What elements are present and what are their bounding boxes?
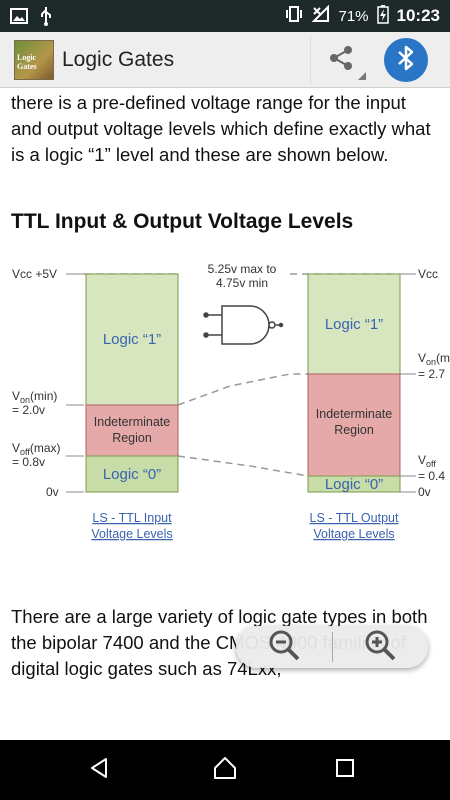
right-voff-value: = 0.4 (418, 469, 445, 483)
input-region-label: Region (112, 431, 152, 445)
app-bar: Logic Gates Logic Gates (0, 32, 450, 88)
section-heading: TTL Input & Output Voltage Levels (11, 210, 354, 233)
back-button[interactable] (83, 754, 115, 786)
output-caption-1: LS - TTL Output (310, 511, 399, 525)
share-icon (327, 44, 355, 77)
vibrate-icon (284, 5, 304, 27)
output-logic0-label: Logic “0” (325, 476, 383, 493)
status-bar: 71% 10:23 (0, 0, 450, 32)
left-voff-value: = 0.8v (12, 455, 45, 469)
battery-percent: 71% (338, 7, 369, 25)
zoom-in-icon (363, 628, 397, 667)
right-zero-label: 0v (418, 485, 431, 499)
share-button[interactable] (310, 36, 370, 84)
zoom-in-button[interactable] (333, 626, 429, 668)
input-logic1-label: Logic “1” (103, 331, 161, 348)
app-logo: Logic Gates (14, 40, 54, 80)
output-indeterminate-region (307, 373, 401, 477)
output-region-label: Region (334, 423, 374, 437)
input-logic0-region (85, 455, 179, 493)
output-caption-2: Voltage Levels (313, 527, 394, 541)
back-icon (87, 756, 111, 785)
right-von-value: = 2.7 (418, 367, 445, 381)
left-vcc-label: Vcc +5V (12, 267, 57, 281)
zoom-controls (236, 626, 428, 668)
home-icon (212, 755, 238, 786)
output-indeterminate-label: Indeterminate (316, 407, 392, 421)
article-content[interactable]: there is a pre-defined voltage range for… (0, 88, 450, 740)
ttl-voltage-diagram: Logic “1” Indeterminate Region Logic “0”… (12, 262, 450, 541)
paragraph-top: there is a pre-defined voltage range for… (11, 92, 431, 165)
recents-icon (334, 757, 356, 784)
gate-note-2: 4.75v min (216, 276, 268, 290)
input-indeterminate-region (85, 404, 179, 457)
home-button[interactable] (209, 754, 241, 786)
zoom-out-button[interactable] (236, 626, 332, 668)
recents-button[interactable] (329, 754, 361, 786)
output-logic1-region (307, 273, 401, 375)
right-von-label: Von(m (418, 351, 450, 367)
gate-note-1: 5.25v max to (208, 262, 277, 276)
usb-icon (38, 6, 54, 31)
input-logic1-region (85, 273, 179, 406)
right-vcc-label: Vcc (418, 267, 438, 281)
nand-gate-icon (203, 305, 284, 345)
image-icon (10, 7, 28, 30)
output-logic1-label: Logic “1” (325, 316, 383, 333)
left-zero-label: 0v (46, 485, 59, 499)
input-logic0-label: Logic “0” (103, 466, 161, 483)
input-indeterminate-label: Indeterminate (94, 415, 170, 429)
battery-icon (376, 4, 389, 28)
input-caption-2: Voltage Levels (91, 527, 172, 541)
input-caption-1: LS - TTL Input (92, 511, 172, 525)
bluetooth-icon (395, 44, 417, 77)
navigation-bar (0, 740, 450, 800)
bluetooth-button[interactable] (384, 38, 428, 82)
app-title: Logic Gates (62, 48, 175, 71)
left-von-value: = 2.0v (12, 403, 45, 417)
left-voff-label: Voff(max) (12, 441, 61, 457)
output-logic0-region (307, 475, 401, 493)
zoom-out-icon (267, 628, 301, 667)
left-von-label: Von(min) (12, 389, 57, 405)
no-signal-icon (312, 4, 330, 27)
clock: 10:23 (396, 6, 440, 25)
right-voff-label: Voff (418, 453, 436, 469)
